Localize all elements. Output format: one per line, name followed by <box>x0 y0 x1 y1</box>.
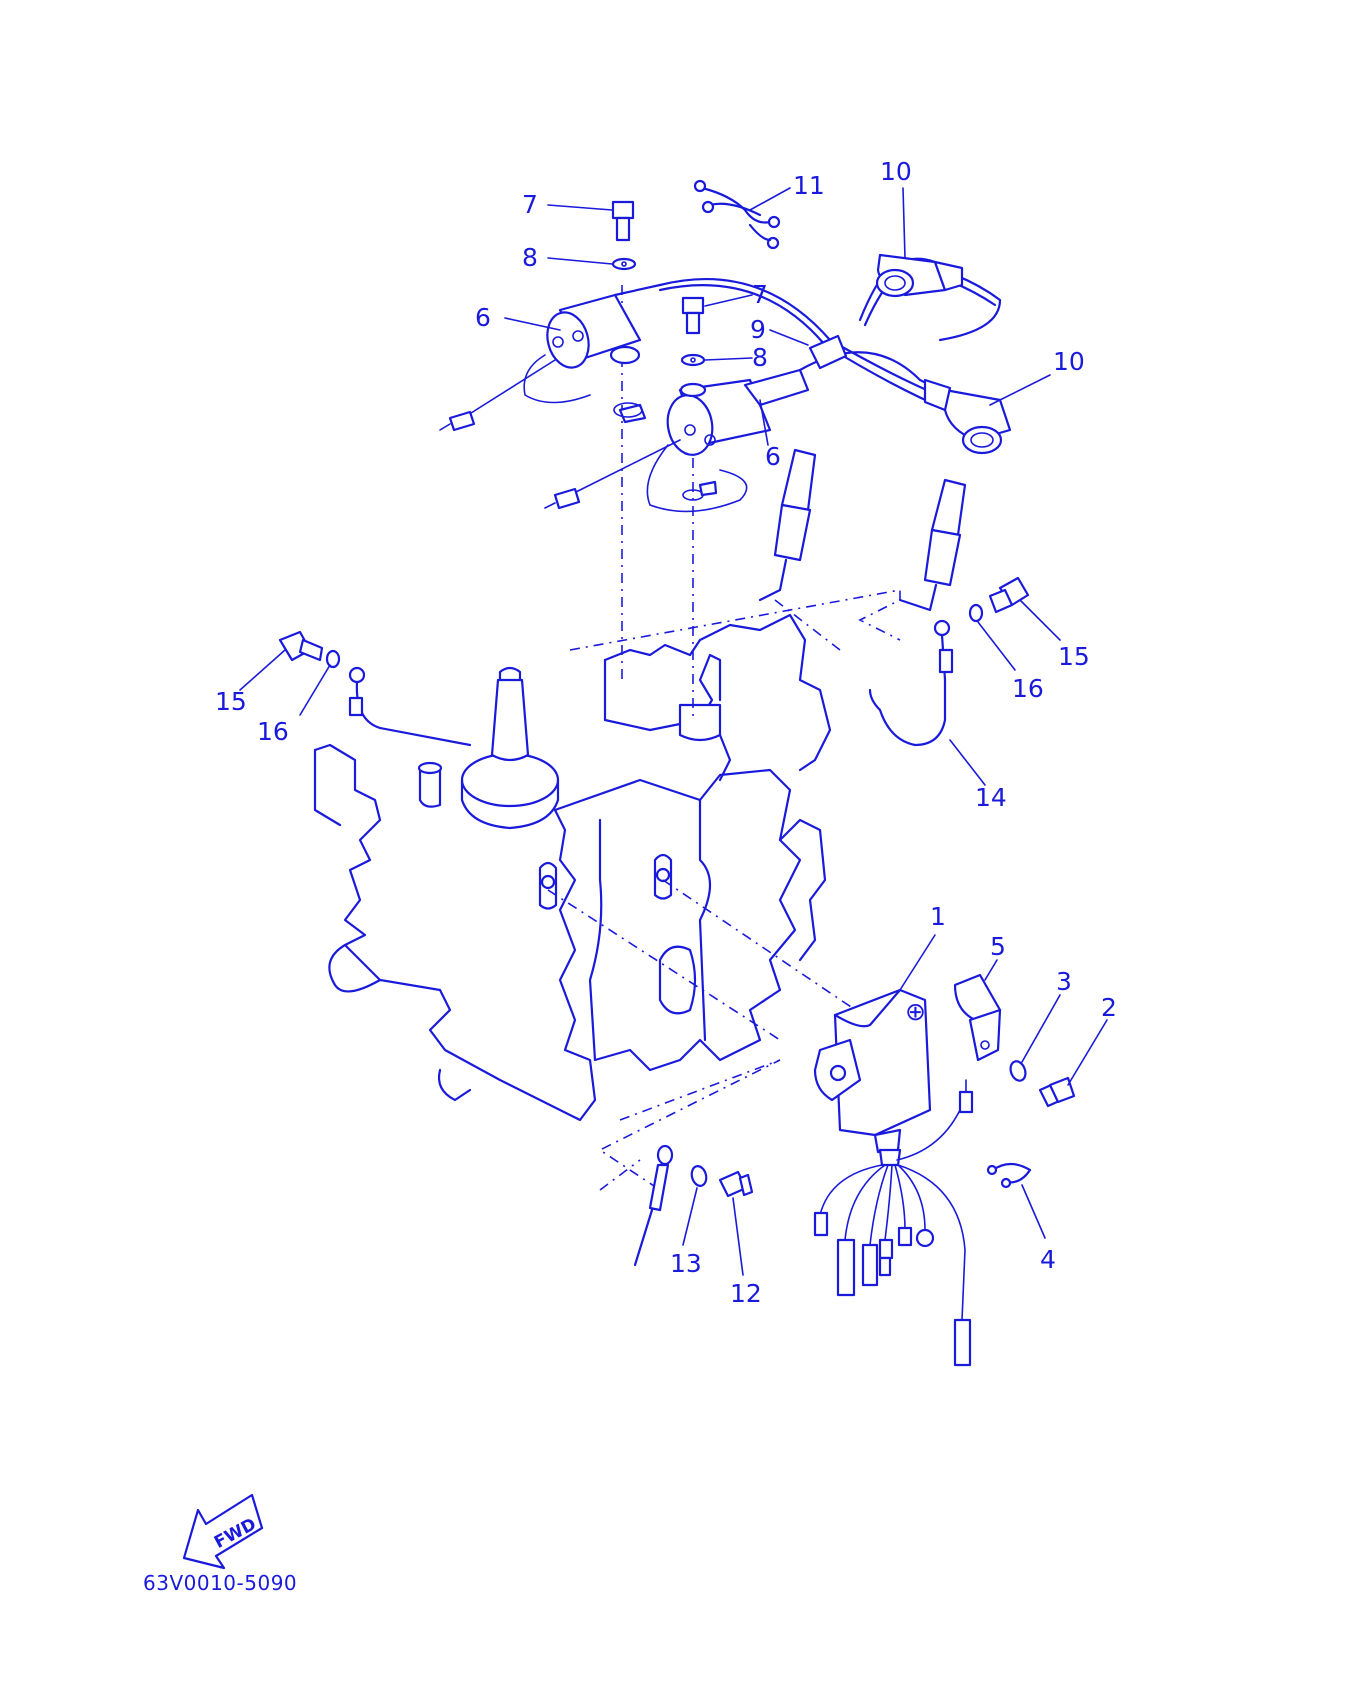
svg-text:⊕: ⊕ <box>905 997 926 1026</box>
callout-2: 2 <box>1101 993 1117 1022</box>
cdi-wire-harness <box>813 1079 974 1367</box>
callout-7b: 7 <box>752 280 768 309</box>
callout-6: 6 <box>475 303 491 332</box>
callout-3: 3 <box>1056 967 1072 996</box>
callout-10: 10 <box>880 157 912 186</box>
callout-8: 8 <box>522 243 538 272</box>
callout-16b: 16 <box>1012 674 1044 703</box>
bolt-15-right <box>968 576 1030 623</box>
spark-plugs <box>758 448 967 612</box>
cdi-unit: ⊕ <box>813 988 932 1154</box>
callout-9: 9 <box>750 315 766 344</box>
bolt-7-upper <box>611 200 637 271</box>
bracket-5 <box>953 973 1002 1062</box>
wire-clip-11 <box>693 179 781 250</box>
callout-15b: 15 <box>1058 642 1090 671</box>
bolt-7-lower <box>680 296 706 367</box>
ground-lead-bottom <box>633 1144 754 1267</box>
callout-15: 15 <box>215 687 247 716</box>
callout-16: 16 <box>257 717 289 746</box>
diagram-code: 63V0010-5090 <box>143 1571 298 1595</box>
callout-labels: 7 8 6 7 9 8 6 11 10 10 15 16 15 16 14 1 … <box>215 157 1117 1308</box>
callout-8b: 8 <box>752 343 768 372</box>
fwd-arrow-icon: FWD <box>182 1493 264 1570</box>
engine-block <box>313 613 832 1122</box>
plug-cap-upper <box>875 253 964 298</box>
callout-12: 12 <box>730 1279 762 1308</box>
ground-lead-left <box>348 666 472 747</box>
ignition-coil-upper <box>439 283 662 432</box>
ground-lead-right <box>868 619 954 747</box>
callout-14: 14 <box>975 783 1007 812</box>
washer-3 <box>1009 1060 1027 1082</box>
callout-1: 1 <box>930 902 946 931</box>
callout-4: 4 <box>1040 1245 1056 1274</box>
callout-6b: 6 <box>765 442 781 471</box>
callout-11: 11 <box>793 171 825 200</box>
callout-10b: 10 <box>1053 347 1085 376</box>
wire-clip-4 <box>986 1162 1032 1189</box>
callout-7: 7 <box>522 190 538 219</box>
bolt-15-left <box>278 630 341 669</box>
plug-cap-lower <box>923 378 1012 455</box>
callout-5: 5 <box>990 932 1006 961</box>
ignition-coil-lower <box>544 368 810 513</box>
callout-13: 13 <box>670 1249 702 1278</box>
leader-lines <box>239 187 1108 1276</box>
